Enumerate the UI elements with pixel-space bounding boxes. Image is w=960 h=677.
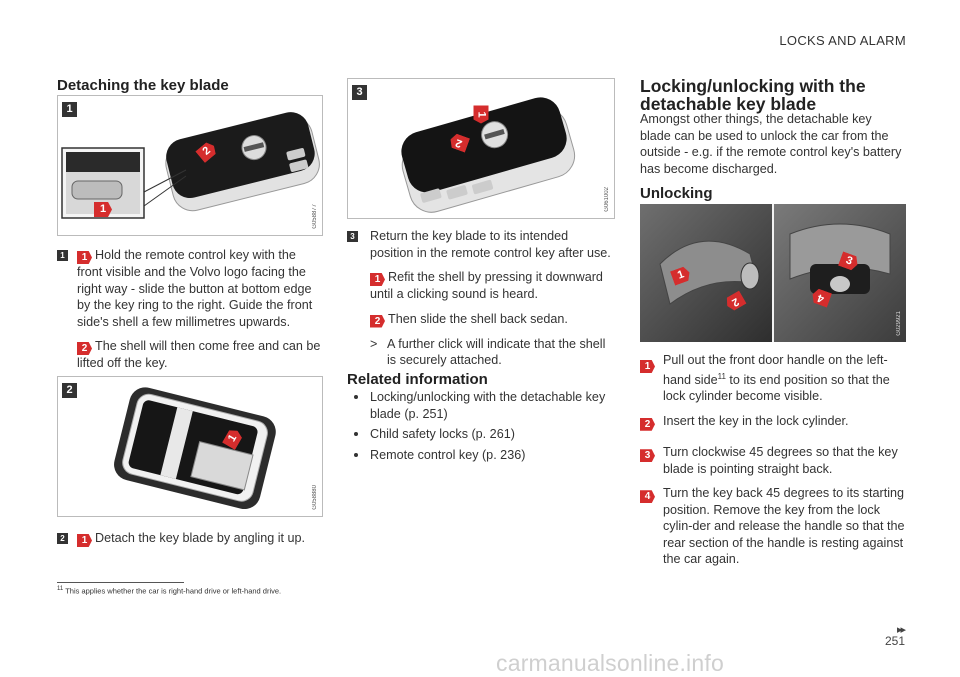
result-text: A further click will indicate that the s… — [387, 336, 606, 368]
section-header: LOCKS AND ALARM — [779, 33, 906, 48]
badge-2: 2 — [640, 417, 655, 431]
intro-paragraph: Amongst other things, the detachable key… — [640, 112, 902, 176]
page-number: 251 — [884, 634, 905, 648]
unlocking-steps: 1 Pull out the front door handle on the … — [640, 352, 906, 568]
step-number: 2 — [57, 533, 68, 544]
unlock-step-4: 4 Turn the key back 45 degrees to its st… — [640, 485, 906, 568]
badge-1: 1 — [77, 251, 92, 264]
watermark: carmanualsonline.info — [496, 650, 724, 676]
step-text: Turn clockwise 45 degrees so that the ke… — [663, 445, 898, 476]
refit-shell-illustration — [401, 97, 576, 213]
badge-2: 2 — [77, 342, 92, 355]
step-text: to its end position so that the lock cyl… — [663, 372, 890, 404]
related-links: Locking/unlocking with the detachable ke… — [347, 389, 613, 467]
figure-number: 3 — [352, 85, 367, 100]
figure-code: G061002 — [604, 187, 610, 212]
key-blade-angle-up-illustration — [114, 387, 276, 510]
badge-4: 4 — [640, 490, 655, 504]
heading-related-information: Related information — [347, 371, 488, 388]
heading-unlocking: Unlocking — [640, 185, 713, 202]
badge-1: 1 — [77, 534, 92, 547]
figure-1: 1 1 2 G058877 — [57, 95, 323, 236]
arrow-marker-1: 1 — [94, 202, 112, 217]
badge-1: 1 — [640, 360, 655, 373]
key-fob-slide-button-illustration — [61, 112, 320, 219]
substep-text: Refit the shell by pressing it downward … — [370, 270, 603, 301]
heading-detaching-key-blade: Detaching the key blade — [57, 77, 229, 94]
door-handle-lock-illustration — [640, 204, 906, 342]
figure-2: 2 1 G058880 — [57, 376, 323, 517]
figure-code: G058877 — [312, 204, 318, 229]
step-result: > A further click will indicate that the… — [347, 336, 613, 369]
step-text: Turn the key back 45 degrees to its star… — [663, 486, 905, 567]
figure-number: 1 — [62, 102, 77, 117]
result-marker: > — [370, 336, 378, 351]
heading-locking-unlocking: Locking/unlocking with the detachable ke… — [640, 76, 866, 114]
footnote-text: This applies whether the car is right-ha… — [65, 586, 282, 596]
figure-unlocking: 1 2 3 4 G029921 — [640, 204, 906, 342]
step-intro: Return the key blade to its intended pos… — [370, 229, 611, 260]
figure-code: G029921 — [896, 311, 902, 336]
unlock-step-2: 2 Insert the key in the lock cylinder. — [640, 413, 906, 431]
badge-2: 2 — [370, 314, 385, 328]
figure-number: 2 — [62, 383, 77, 398]
step-text: Pull out the front door handle on the le… — [663, 353, 888, 387]
next-page-arrows-icon[interactable]: ▸▸ — [896, 624, 906, 636]
badge-1: 1 — [370, 273, 385, 286]
unlock-step-1: 1 Pull out the front door handle on the … — [640, 352, 906, 405]
step-number: 3 — [347, 231, 358, 242]
footnote-divider — [57, 582, 184, 583]
substep-text: Hold the remote control key with the fro… — [77, 248, 313, 329]
substep-text: Detach the key blade by angling it up. — [95, 531, 306, 545]
related-link[interactable]: Locking/unlocking with the detachable ke… — [347, 389, 613, 422]
related-link[interactable]: Remote control key (p. 236) — [347, 447, 613, 464]
substep-text: The shell will then come free and can be… — [77, 339, 321, 370]
related-link[interactable]: Child safety locks (p. 261) — [347, 426, 613, 443]
step-text: Insert the key in the lock cylinder. — [663, 413, 849, 428]
figure-3: 3 1 2 G061002 — [347, 78, 615, 219]
figure-code: G058880 — [312, 485, 318, 510]
footnote: 11 This applies whether the car is right… — [57, 586, 281, 596]
footnote-number: 11 — [57, 586, 64, 592]
step-number: 1 — [57, 250, 68, 261]
badge-3: 3 — [640, 449, 655, 463]
unlock-step-3: 3 Turn clockwise 45 degrees so that the … — [640, 444, 906, 477]
substep-text: Then slide the shell back sedan. — [388, 311, 568, 326]
step-3: 3 Return the key blade to its intended p… — [347, 228, 613, 369]
footnote-ref[interactable]: 11 — [717, 371, 726, 381]
